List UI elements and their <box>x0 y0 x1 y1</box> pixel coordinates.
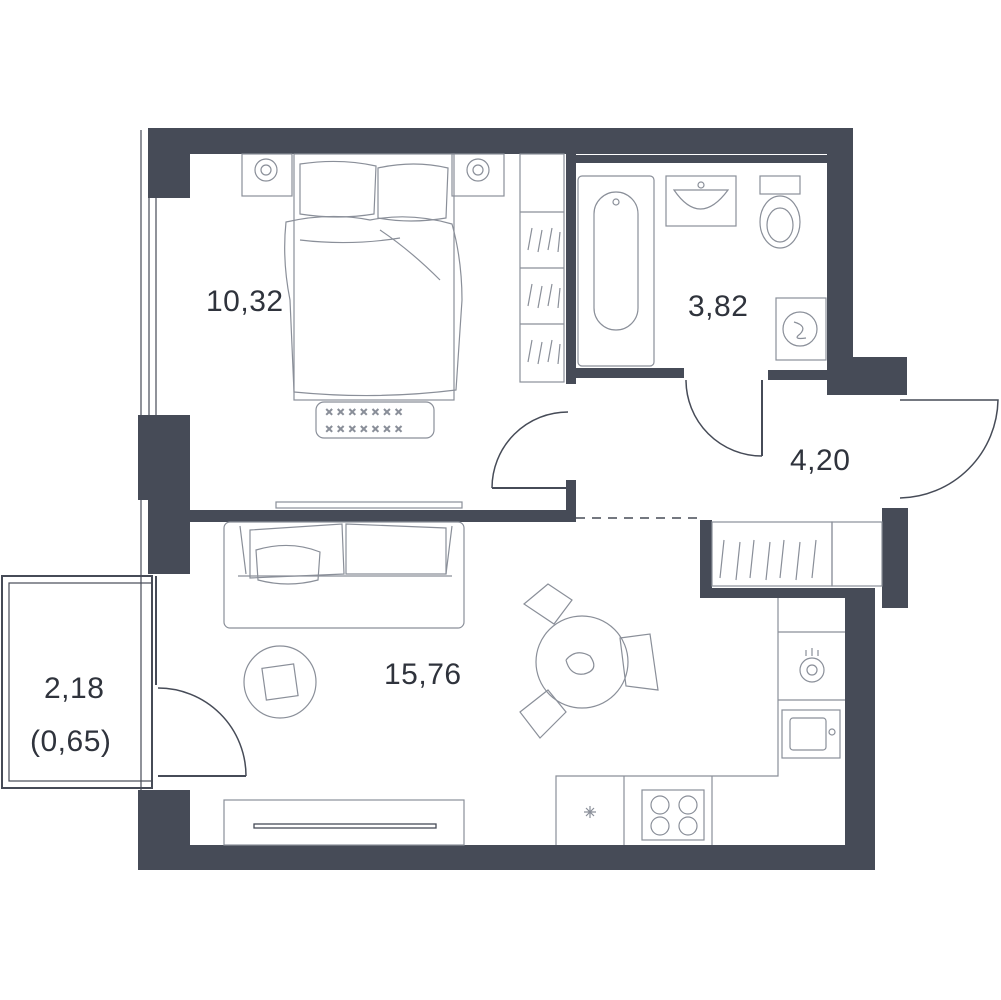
hall-closet <box>711 521 883 587</box>
walls <box>138 128 908 870</box>
left-windows <box>140 130 157 790</box>
svg-text:× × × × × × ×: × × × × × × × <box>325 407 403 418</box>
bathroom-area: 3,82 <box>688 290 749 323</box>
bed-furniture: × × × × × × × × × × × × × × <box>241 153 565 509</box>
balcony-area: 2,18 <box>44 672 105 705</box>
doors <box>491 379 999 519</box>
balcony <box>1 575 247 789</box>
bedroom-area: 10,32 <box>206 285 284 318</box>
living-kitchen-area: 15,76 <box>384 658 462 691</box>
svg-text:× × × × × × ×: × × × × × × × <box>325 424 403 435</box>
living-furniture <box>223 521 845 846</box>
hallway-area: 4,20 <box>790 444 851 477</box>
balcony-reduced-area: (0,65) <box>30 725 112 758</box>
bath-fixtures <box>577 175 827 367</box>
